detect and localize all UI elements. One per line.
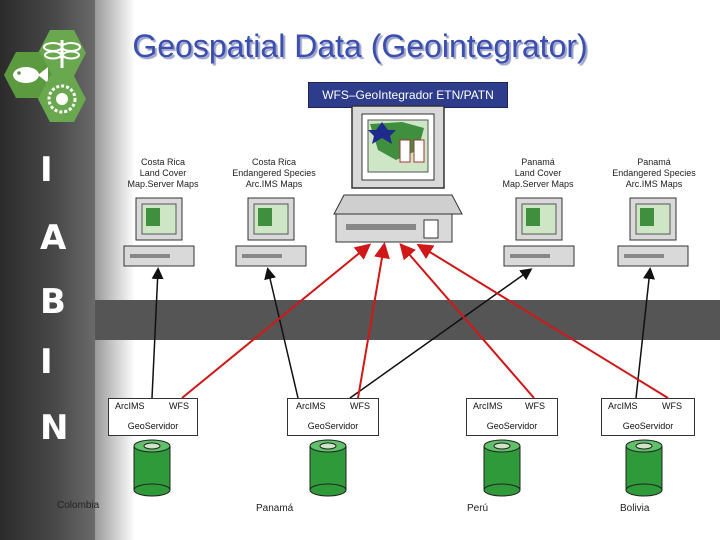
server-box-peru: ArcIMS WFS GeoServidor [466, 398, 558, 436]
red-arrow-1 [181, 243, 372, 399]
country-label-peru: Perú [467, 503, 489, 514]
client-label-pa-species: Panamá Endangered Species Arc.IMS Maps [612, 157, 696, 189]
black-arrow-2 [264, 267, 299, 399]
wfs-label: WFS [662, 401, 682, 411]
wfs-label: WFS [350, 401, 370, 411]
black-arrow-1 [151, 267, 164, 399]
arcims-label: ArcIMS [115, 401, 145, 411]
server-box-colombia: ArcIMS WFS GeoServidor [108, 398, 198, 436]
wfs-geointegrator-box: WFS–GeoIntegrador ETN/PATN [308, 82, 508, 108]
client-computer-2 [235, 197, 307, 267]
arcims-label: ArcIMS [296, 401, 326, 411]
geoservidor-label: GeoServidor [127, 421, 179, 431]
database-peru [483, 439, 521, 497]
page-title: Geospatial Data (Geointegrator) [132, 28, 588, 64]
red-arrow-2 [357, 242, 390, 399]
country-label-panama: Panamá [256, 503, 294, 514]
red-arrow-4 [416, 243, 669, 399]
wfs-label: WFS [169, 401, 189, 411]
sidebar-letter-i-2: I [40, 342, 53, 382]
country-label-bolivia: Bolivia [620, 503, 650, 514]
geoservidor-label: GeoServidor [307, 421, 359, 431]
client-computer-1 [123, 197, 195, 267]
client-computer-4 [617, 197, 689, 267]
sidebar-letter-n: N [40, 408, 69, 448]
black-arrow-4 [635, 267, 655, 399]
sidebar-letter-b: B [40, 282, 66, 322]
client-label-pa-land: Panamá Land Cover Map.Server Maps [502, 157, 574, 189]
server-box-panama: ArcIMS WFS GeoServidor [287, 398, 379, 436]
geoservidor-label: GeoServidor [622, 421, 674, 431]
network-band [95, 300, 720, 340]
country-label-colombia: Colombia [57, 500, 100, 511]
client-label-cr-species: Costa Rica Endangered Species Arc.IMS Ma… [232, 157, 316, 189]
arcims-label: ArcIMS [608, 401, 638, 411]
sidebar-letter-i: I [40, 150, 53, 190]
red-arrow-3 [399, 242, 535, 399]
client-label-cr-land: Costa Rica Land Cover Map.Server Maps [127, 157, 199, 189]
central-computer [333, 105, 463, 243]
database-panama [309, 439, 347, 497]
black-arrow-3 [349, 268, 533, 399]
database-colombia [133, 439, 171, 497]
server-box-bolivia: ArcIMS WFS GeoServidor [601, 398, 695, 436]
client-computer-3 [503, 197, 575, 267]
sidebar-fade [95, 0, 135, 540]
sidebar-letter-a: A [40, 218, 67, 258]
geoservidor-label: GeoServidor [486, 421, 538, 431]
arcims-label: ArcIMS [473, 401, 503, 411]
wfs-label: WFS [525, 401, 545, 411]
database-bolivia [625, 439, 663, 497]
